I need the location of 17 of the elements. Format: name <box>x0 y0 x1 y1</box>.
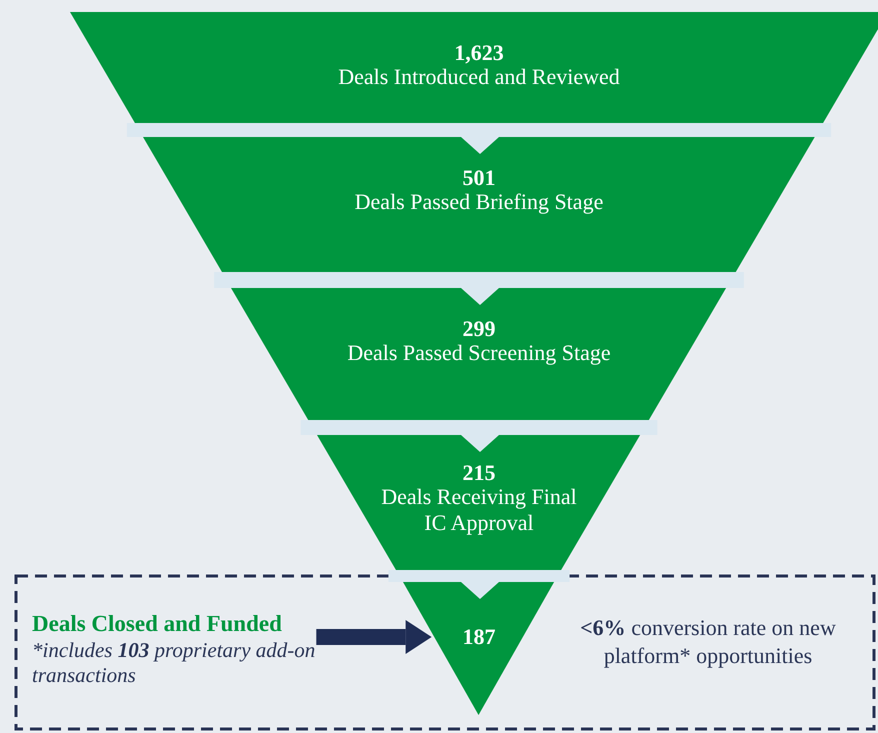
arrow <box>388 570 570 599</box>
stage-count: 215 <box>462 460 496 485</box>
stage-label: Deals Passed Screening Stage <box>347 340 611 365</box>
stage-count: 187 <box>462 624 496 649</box>
status-heading: Deals Closed and Funded <box>32 610 283 638</box>
stage-label: Deals Introduced and Reviewed <box>338 64 620 89</box>
footnote: *includes 103 proprietary add-on transactions <box>32 638 316 688</box>
arrow <box>214 272 744 305</box>
arrow <box>316 620 432 654</box>
note-text: <6% conversion rate on new platform* opportunities <box>579 614 837 670</box>
stage-count: 501 <box>462 165 496 190</box>
stage-label: Deals Receiving Final IC Approval <box>380 484 578 536</box>
arrow <box>126 123 832 154</box>
stage-count: 1,623 <box>454 40 504 65</box>
stage-label: Deals Passed Briefing Stage <box>354 189 604 214</box>
stage-count: 299 <box>462 316 496 341</box>
arrow <box>300 420 658 452</box>
